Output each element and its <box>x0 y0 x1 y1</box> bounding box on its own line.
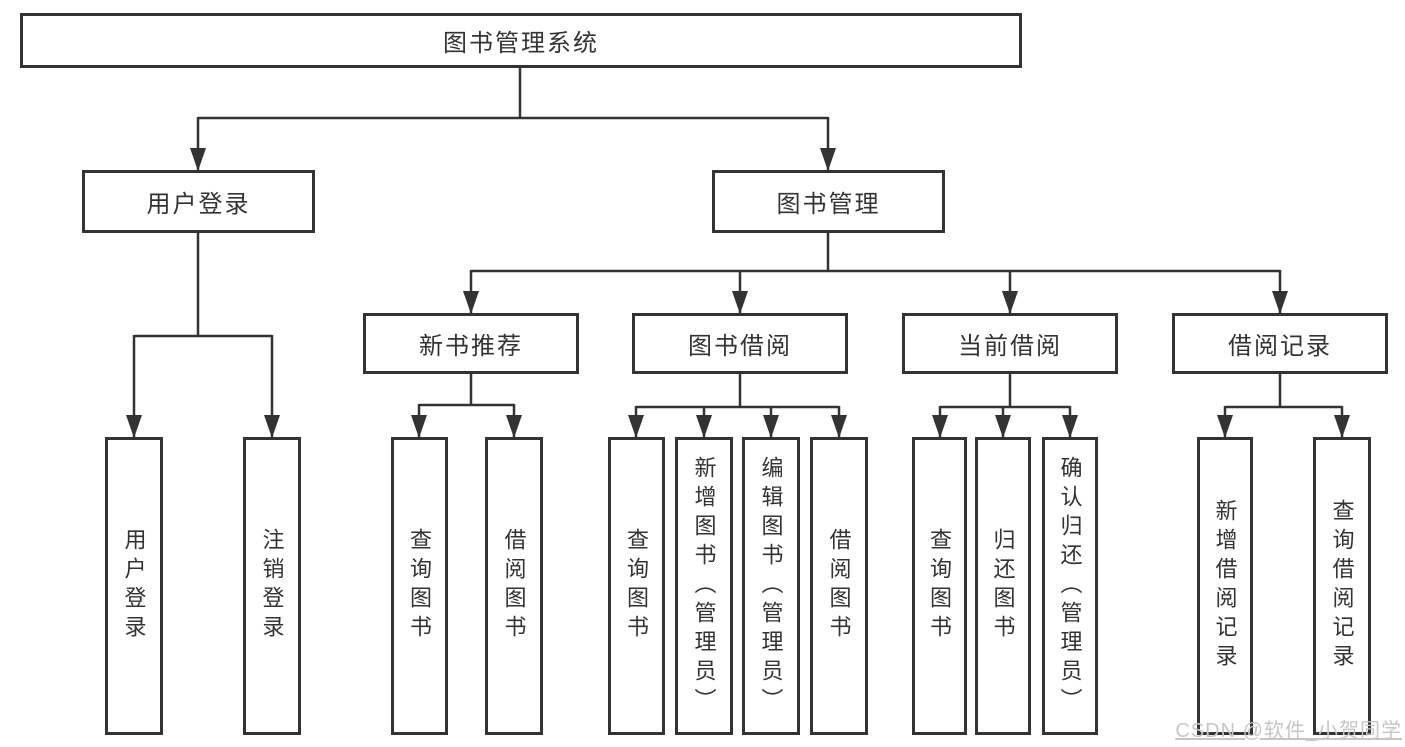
leaf-logout-label: 注销登录 <box>259 528 285 644</box>
node-current-borrow: 当前借阅 <box>902 313 1118 374</box>
leaf-current-query-books: 查询图书 <box>912 437 967 735</box>
edges-new-book-recommend <box>411 374 522 438</box>
leaf-records-query-record-label: 查询借阅记录 <box>1329 499 1355 673</box>
leaf-recommend-borrow-books: 借阅图书 <box>485 437 543 735</box>
leaf-current-query-books-label: 查询图书 <box>927 528 953 644</box>
leaf-borrow-add-books: 新增图书（管理员） <box>675 437 733 735</box>
leaf-records-query-record: 查询借阅记录 <box>1313 437 1371 735</box>
leaf-recommend-query-books: 查询图书 <box>391 437 448 735</box>
leaf-borrow-query-books: 查询图书 <box>608 437 665 735</box>
edges-current-borrow <box>932 374 1078 438</box>
leaf-recommend-borrow-books-label: 借阅图书 <box>501 528 527 644</box>
node-user-login: 用户登录 <box>82 170 315 233</box>
edges-book-management <box>463 233 1288 314</box>
edges-borrow-records <box>1217 374 1350 438</box>
watermark: CSDN @软件_小贺同学 <box>1175 720 1402 742</box>
edges-book-borrow <box>628 374 847 438</box>
leaf-records-add-record: 新增借阅记录 <box>1197 437 1253 735</box>
leaf-current-confirm-return-label: 确认归还（管理员） <box>1057 455 1083 717</box>
node-book-borrow-label: 图书借阅 <box>688 333 792 360</box>
node-new-book-recommend-label: 新书推荐 <box>419 333 523 360</box>
leaf-records-add-record-label: 新增借阅记录 <box>1212 499 1238 673</box>
leaf-recommend-query-books-label: 查询图书 <box>407 528 433 644</box>
leaf-borrow-query-books-label: 查询图书 <box>624 528 650 644</box>
node-current-borrow-label: 当前借阅 <box>958 333 1062 360</box>
leaf-logout: 注销登录 <box>243 437 301 735</box>
leaf-current-return-books-label: 归还图书 <box>990 528 1016 644</box>
leaf-borrow-add-books-label: 新增图书（管理员） <box>691 455 717 717</box>
leaf-borrow-edit-books: 编辑图书（管理员） <box>742 437 800 735</box>
node-new-book-recommend: 新书推荐 <box>363 313 579 374</box>
node-borrow-records-label: 借阅记录 <box>1228 333 1332 360</box>
node-book-management: 图书管理 <box>712 170 945 233</box>
leaf-current-confirm-return: 确认归还（管理员） <box>1042 437 1098 735</box>
node-root-label: 图书管理系统 <box>443 30 599 57</box>
leaf-current-return-books: 归还图书 <box>975 437 1031 735</box>
leaf-borrow-borrow-books-label: 借阅图书 <box>826 528 852 644</box>
edges-user-login <box>126 233 280 438</box>
node-book-management-label: 图书管理 <box>776 191 881 218</box>
leaf-borrow-borrow-books: 借阅图书 <box>810 437 868 735</box>
leaf-user-login: 用户登录 <box>105 437 163 735</box>
node-root: 图书管理系统 <box>20 13 1022 68</box>
leaf-user-login-label: 用户登录 <box>121 528 147 644</box>
node-book-borrow: 图书借阅 <box>632 313 848 374</box>
edges-root <box>190 68 836 171</box>
node-user-login-label: 用户登录 <box>146 191 251 218</box>
node-borrow-records: 借阅记录 <box>1172 313 1388 374</box>
leaf-borrow-edit-books-label: 编辑图书（管理员） <box>758 455 784 717</box>
